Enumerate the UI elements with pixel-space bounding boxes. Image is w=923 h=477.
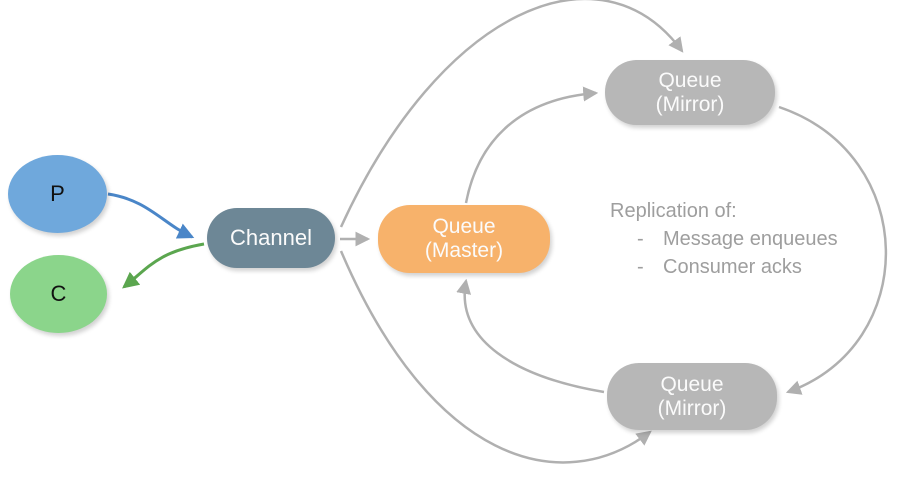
replication-note: Replication of: - Message enqueues - Con… bbox=[610, 197, 910, 281]
queue-master-label-line1: Queue bbox=[432, 215, 496, 239]
replication-note-item-text: Consumer acks bbox=[663, 256, 802, 278]
node-consumer: C bbox=[10, 255, 107, 333]
bullet-dash: - bbox=[637, 228, 644, 250]
replication-note-item: - Message enqueues bbox=[610, 225, 910, 253]
replication-note-item-text: Message enqueues bbox=[663, 228, 838, 250]
edge-channel-to-mirror-top bbox=[339, 0, 684, 228]
node-channel: Channel bbox=[207, 208, 335, 268]
node-queue-mirror-bottom: Queue (Mirror) bbox=[607, 363, 777, 430]
queue-master-label-line2: (Master) bbox=[424, 239, 504, 262]
edge-master-to-mirror-top bbox=[464, 86, 599, 204]
bullet-dash: - bbox=[637, 256, 644, 278]
consumer-label: C bbox=[50, 280, 67, 306]
channel-label: Channel bbox=[230, 224, 312, 250]
node-producer: P bbox=[8, 155, 107, 233]
replication-note-item: - Consumer acks bbox=[610, 253, 910, 281]
edge-channel-to-consumer bbox=[122, 242, 205, 289]
edge-mirror-bottom-to-master bbox=[456, 278, 605, 394]
queue-mirror-bottom-label-line1: Queue bbox=[660, 372, 724, 396]
edge-mirror-top-to-mirror-bottom bbox=[778, 105, 888, 395]
edge-producer-to-channel bbox=[107, 192, 195, 239]
edge-channel-to-mirror-bottom bbox=[339, 250, 652, 464]
replication-note-title: Replication of: bbox=[610, 200, 737, 222]
node-queue-mirror-top: Queue (Mirror) bbox=[605, 60, 775, 125]
node-queue-master: Queue (Master) bbox=[378, 205, 550, 273]
queue-mirror-top-label-line1: Queue bbox=[658, 68, 722, 92]
queue-mirror-bottom-label-line2: (Mirror) bbox=[657, 396, 727, 420]
producer-label: P bbox=[50, 180, 65, 206]
queue-mirror-top-label-line2: (Mirror) bbox=[655, 92, 725, 116]
